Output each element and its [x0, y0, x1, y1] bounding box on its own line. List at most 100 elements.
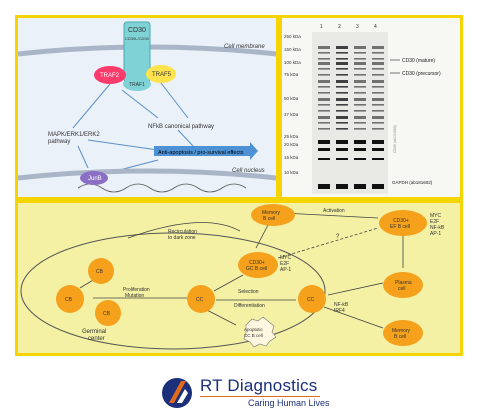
cell-membrane-label: Cell membrane	[224, 44, 265, 50]
germinal-label-1: Germinal	[82, 329, 106, 335]
blot-band	[354, 184, 366, 189]
arrow-traf2-mapk	[72, 83, 111, 129]
blot-band	[354, 122, 366, 124]
traf2-node	[94, 66, 126, 84]
blot-band	[372, 128, 384, 130]
blot-band	[372, 104, 384, 106]
blot-band	[336, 128, 348, 130]
lane-label-3: 3	[356, 24, 359, 30]
blot-band	[354, 52, 366, 54]
marker-150: 150 kDa	[284, 47, 301, 52]
plasma-label-1: Plasma	[395, 280, 412, 286]
blot-band	[318, 110, 330, 112]
mapk-label-line1: MAPK/ERK1/ERK2	[48, 132, 100, 138]
blot-band	[336, 148, 348, 151]
arrow-apoptosis	[202, 307, 237, 326]
arrow-mapk-effects	[87, 139, 159, 151]
blot-band	[354, 158, 366, 160]
cb-label-left: CB	[65, 297, 73, 303]
marker-75: 75 kDa	[284, 72, 299, 77]
nfkb-label: NFkB canonical pathway	[148, 124, 214, 130]
cd30-precursor-label: CD30 (precursor)	[402, 71, 441, 77]
cd30-label: CD30	[128, 27, 146, 34]
memory-bottom-label-1: Memory	[392, 328, 411, 334]
right-tf-4: AP-1	[430, 231, 441, 237]
logo-mark-icon	[162, 378, 192, 408]
lane-label-1: 1	[320, 24, 323, 30]
cb-cell-left	[56, 285, 84, 313]
apoptotic-cell	[243, 316, 277, 348]
blot-band	[354, 92, 366, 94]
traf5-node	[146, 65, 176, 83]
marker-100: 100 kDa	[284, 60, 301, 65]
blot-band	[354, 104, 366, 106]
germinal-label-2: center	[88, 336, 105, 342]
cc-label-center: CC	[196, 297, 204, 303]
blot-band	[318, 122, 330, 124]
blot-band	[354, 140, 366, 144]
traf1-node	[123, 77, 151, 91]
traf5-label: TRAF5	[152, 72, 172, 78]
right-tf-3: NF-kB	[430, 225, 445, 231]
blot-band	[354, 128, 366, 130]
marker-20: 20 kDa	[284, 142, 299, 147]
blot-band	[372, 86, 384, 88]
cb-cell-top	[88, 258, 114, 284]
cd30-gc-label-1: CD30+	[249, 260, 265, 266]
memory-bottom-label-2: B cell	[394, 334, 406, 340]
cd30-mature-label: CD30 (mature)	[402, 58, 435, 64]
cc-label-right: CC	[307, 297, 315, 303]
signaling-diagram: Cell membrane CD30 CD30L/CD30 TRAF2 TRAF…	[18, 21, 276, 193]
anti-apoptosis-label: Anti-apoptosis / pro-survival effects	[158, 150, 244, 156]
blot-band	[354, 148, 366, 151]
cd30-ef-label-2: EF B cell	[390, 224, 410, 230]
cc-cell-center	[187, 285, 215, 313]
blot-band	[318, 68, 330, 70]
right-tf-1: MYC	[430, 213, 442, 219]
blot-band	[336, 62, 348, 65]
blot-band	[336, 68, 348, 70]
junb-node	[80, 171, 108, 185]
blot-band	[318, 158, 330, 160]
blot-band	[372, 122, 384, 124]
blot-band	[318, 184, 330, 189]
mapk-label-line2: pathway	[48, 139, 70, 145]
blot-band	[318, 86, 330, 88]
lane-label-4: 4	[374, 24, 377, 30]
blot-band	[372, 52, 384, 54]
blot-band	[372, 116, 384, 119]
cd30-signaling-panel: Cell membrane CD30 CD30L/CD30 TRAF2 TRAF…	[15, 15, 279, 200]
blot-band	[336, 80, 348, 83]
blot-band	[354, 98, 366, 101]
memory-top-label-1: Memory	[262, 210, 281, 216]
blot-band	[336, 86, 348, 88]
question-mark: ?	[336, 234, 340, 240]
arrow-cc-gc	[213, 274, 244, 292]
apoptotic-label-1: Apoptotic	[244, 327, 264, 332]
western-blot: 1 2 3 4 250 kDa 150 kDa 100 kDa 75 kDa 5…	[284, 24, 441, 194]
blot-band	[372, 110, 384, 112]
logo-subtitle: Caring Human Lives	[248, 398, 330, 408]
germinal-center-diagram: Memory B cell Activation CD30+ EF B cell…	[20, 204, 445, 350]
antibody-vertical-label: CD30 (ab134080)	[393, 125, 397, 153]
blot-band	[372, 158, 384, 160]
arrow-nfkb-effects	[177, 129, 194, 147]
blot-band	[318, 148, 330, 151]
prolif-label-1: Proliferation	[123, 287, 150, 293]
blot-band	[354, 58, 366, 60]
prolif-label-2: Mutation	[125, 293, 144, 299]
blot-band	[354, 62, 366, 65]
marker-50: 50 kDa	[284, 96, 299, 101]
rt-diagnostics-logo[interactable]: RT Diagnostics Caring Human Lives	[160, 374, 330, 414]
cd30-ef-b-cell	[379, 210, 427, 236]
blot-band	[372, 140, 384, 144]
blot-band	[318, 92, 330, 94]
blot-band	[336, 184, 348, 189]
gapdh-label: GAPDH (ab181602)	[392, 180, 433, 185]
marker-15: 15 kDa	[284, 155, 299, 160]
blot-band	[372, 58, 384, 60]
blot-band	[336, 52, 348, 54]
cb-label-top: CB	[96, 269, 104, 275]
traf1-label: TRAF1	[129, 82, 145, 88]
germinal-center-outline	[20, 232, 326, 350]
